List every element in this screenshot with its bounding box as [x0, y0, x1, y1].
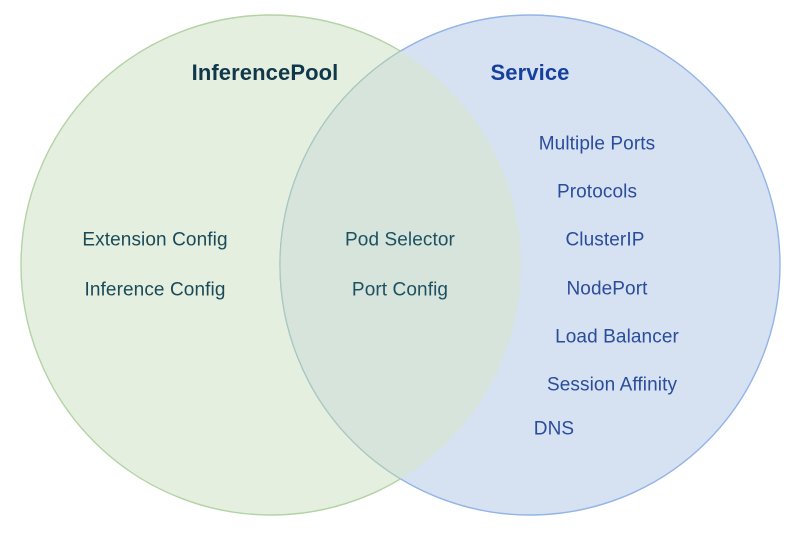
- left-item-inference-config: Inference Config: [84, 279, 226, 301]
- right-item-multiple-ports: Multiple Ports: [538, 133, 656, 155]
- title-service: Service: [490, 59, 570, 85]
- right-item-dns: DNS: [533, 418, 575, 440]
- right-item-protocols: Protocols: [556, 181, 638, 203]
- right-item-load-balancer: Load Balancer: [555, 326, 679, 348]
- right-item-clusterip: ClusterIP: [565, 229, 645, 251]
- left-item-extension-config: Extension Config: [82, 229, 228, 251]
- intersection-item-port-config: Port Config: [351, 279, 449, 301]
- right-item-session-affinity: Session Affinity: [546, 374, 678, 396]
- title-inferencepool: InferencePool: [191, 59, 339, 85]
- right-item-nodeport: NodePort: [566, 278, 648, 300]
- intersection-item-pod-selector: Pod Selector: [345, 229, 455, 251]
- circle-intersection: [279, 15, 521, 515]
